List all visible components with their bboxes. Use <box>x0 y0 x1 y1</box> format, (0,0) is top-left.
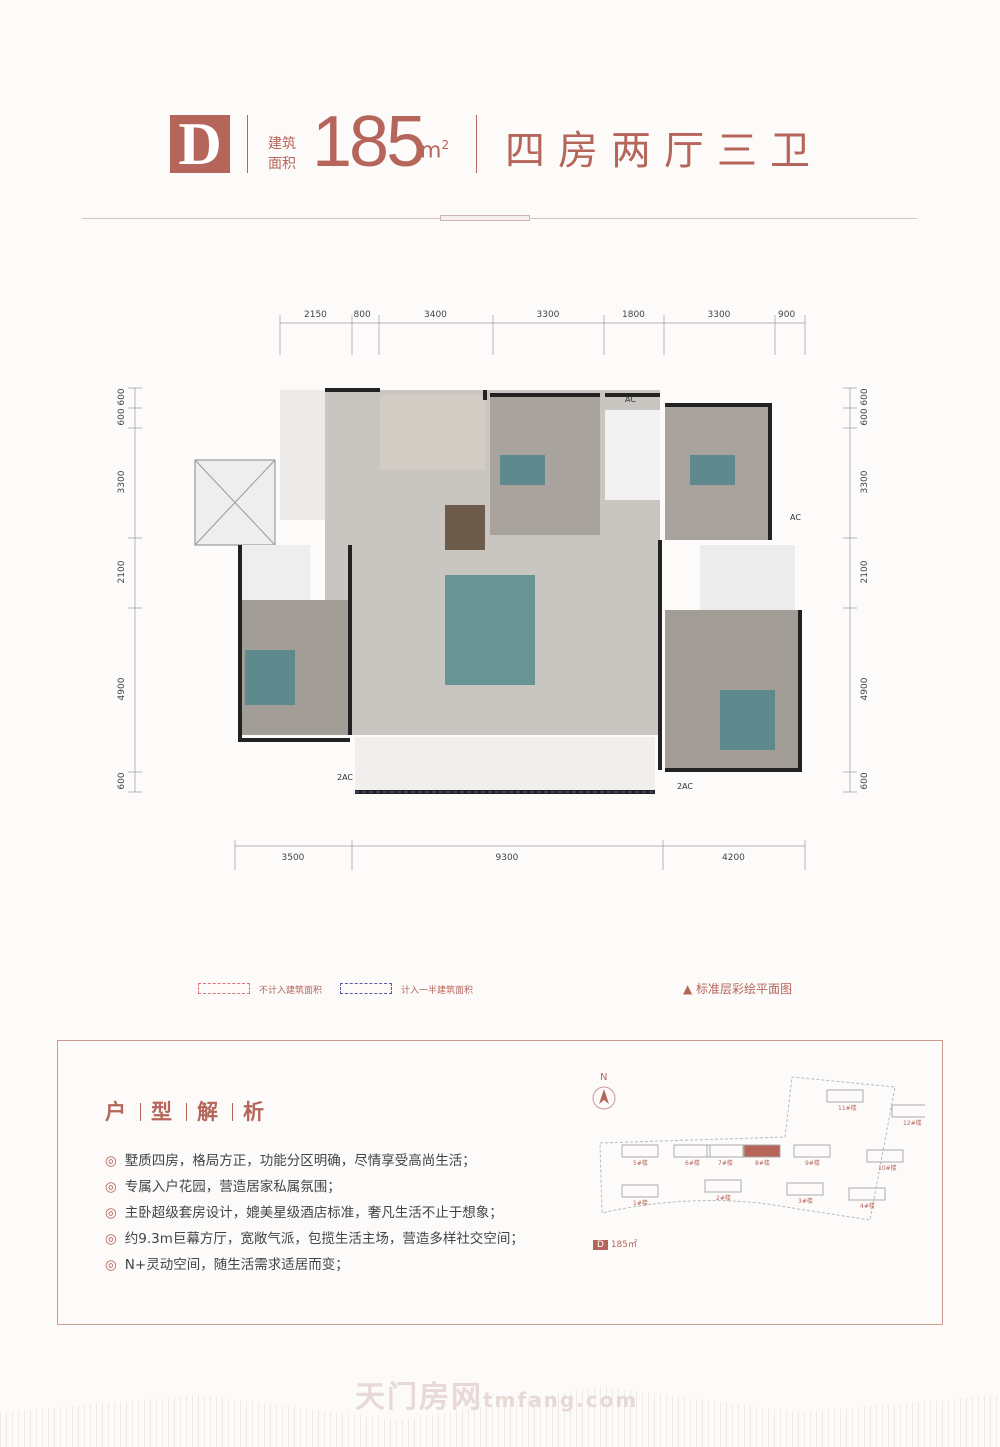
bed <box>500 455 545 485</box>
site-building <box>704 1179 742 1193</box>
dimension-label: 3400 <box>424 310 447 320</box>
area-value: 185 <box>312 102 426 182</box>
unit-sup: 2 <box>441 138 450 152</box>
bed <box>690 455 735 485</box>
site-building <box>793 1144 831 1158</box>
site-building <box>891 1104 925 1118</box>
area-label: 建筑面积 <box>268 134 308 174</box>
unit: m <box>420 138 442 164</box>
title-char: 析 <box>243 1100 268 1124</box>
dimension-label: 4200 <box>722 853 745 863</box>
site-building <box>706 1144 744 1158</box>
site-building-label: 9#楼 <box>805 1159 820 1167</box>
site-building <box>621 1144 659 1158</box>
title-char: 户 <box>105 1100 130 1124</box>
ac-label: 2AC <box>677 782 693 791</box>
legend-swatch-excluded <box>198 983 250 994</box>
site-building-label: 11#楼 <box>838 1104 857 1112</box>
master-bathroom <box>700 545 795 610</box>
bed <box>720 690 775 750</box>
site-building <box>621 1184 659 1198</box>
dimension-label: 2150 <box>304 310 327 320</box>
site-building-label: 8#楼 <box>755 1159 770 1167</box>
unit-type-logo: D <box>170 114 230 174</box>
dimension-label: 900 <box>778 310 796 320</box>
ac-label: AC <box>625 395 636 404</box>
site-plan: N 11#楼 12#楼 5#楼 6#楼 7#楼 8#楼 9#楼 10#楼 1#楼 2#楼 3#楼 4#… <box>592 1072 925 1221</box>
site-building-label: 2#楼 <box>716 1194 731 1202</box>
balcony <box>355 737 655 792</box>
site-building-label: 12#楼 <box>903 1119 922 1127</box>
title-char: 解 <box>197 1100 222 1124</box>
header-rule-ornament <box>440 215 530 221</box>
dimension-label: 9300 <box>495 853 519 863</box>
area-label-1: 建筑 <box>268 136 296 152</box>
dimension-label: 800 <box>353 310 371 320</box>
analysis-title: 户型解析 <box>105 1096 268 1126</box>
feature-item: ◎N+灵动空间，随生活需求适居而变； <box>105 1257 349 1273</box>
title-char: 型 <box>151 1100 176 1124</box>
entry-garden <box>280 390 325 520</box>
layout-title: 四房两厅三卫 <box>505 128 823 174</box>
site-building-label: 3#楼 <box>798 1197 813 1205</box>
area-label-2: 面积 <box>268 156 296 172</box>
analysis-panel <box>57 1040 943 1325</box>
rug <box>445 575 535 685</box>
legend-half: 计入一半建筑面积 <box>401 986 474 996</box>
bathroom-2 <box>240 545 310 600</box>
bathroom <box>605 410 660 500</box>
bed <box>245 650 295 705</box>
site-building <box>743 1144 781 1158</box>
site-building <box>673 1144 711 1158</box>
dimension-label: 1800 <box>622 310 645 320</box>
ac-label: AC <box>790 513 801 522</box>
dimension-label: 3500 <box>281 853 305 863</box>
feature-item: ◎墅质四房，格局方正，功能分区明确，尽情享受高尚生活； <box>105 1153 476 1169</box>
site-building <box>786 1182 824 1196</box>
site-building <box>866 1149 904 1163</box>
feature-item: ◎约9.3m巨幕方厅，宽敞气派，包揽生活主场，营造多样社交空间； <box>105 1231 524 1247</box>
site-building-label: 4#楼 <box>860 1202 875 1210</box>
dining-table <box>445 505 485 550</box>
site-building-label: 7#楼 <box>718 1159 733 1167</box>
compass-icon <box>592 1086 616 1110</box>
site-building <box>848 1187 886 1201</box>
plan-caption: ▲ 标准层彩绘平面图 <box>683 982 793 996</box>
watermark: 天门房网tmfang.com <box>355 1380 639 1415</box>
legend-swatch-half <box>340 983 392 994</box>
area-unit: m2 <box>420 138 449 163</box>
site-building-label: 6#楼 <box>685 1159 700 1167</box>
dimension-label: 3300 <box>536 310 560 320</box>
feature-item: ◎专属入户花园，营造居家私属氛围； <box>105 1179 341 1195</box>
site-building-label: 5#楼 <box>633 1159 648 1167</box>
kitchen <box>380 395 485 470</box>
divider <box>247 115 248 173</box>
feature-item: ◎主卧超级套房设计，媲美星级酒店标准，奢凡生活不止于想象； <box>105 1205 503 1221</box>
divider <box>476 115 477 173</box>
ac-label: 2AC <box>337 773 353 782</box>
floor-plan: AC AC 2AC 2AC <box>128 315 857 870</box>
site-building <box>826 1089 864 1103</box>
site-building-label: 1#楼 <box>633 1199 648 1207</box>
site-building-label: 10#楼 <box>878 1164 897 1172</box>
unit-tag: D 185㎡ <box>593 1237 637 1250</box>
dimension-label: 3300 <box>707 310 731 320</box>
north-label: N <box>600 1072 607 1083</box>
legend-excluded: 不计入建筑面积 <box>259 986 323 996</box>
